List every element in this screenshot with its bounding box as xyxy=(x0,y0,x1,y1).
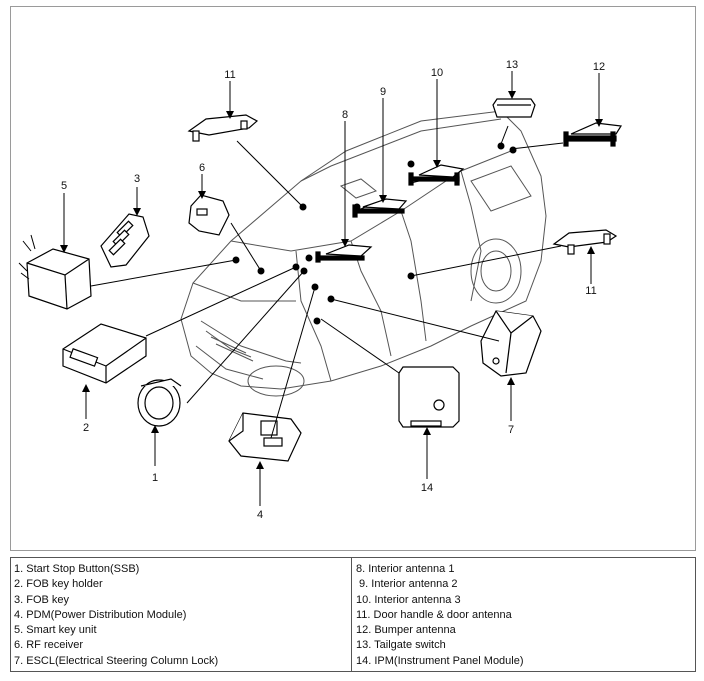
callout-12: 12 xyxy=(593,61,605,73)
callout-arrows xyxy=(60,71,603,506)
fob-key-part xyxy=(100,213,150,268)
callout-2: 2 xyxy=(83,422,89,434)
callout-13: 13 xyxy=(506,59,518,71)
callout-7: 7 xyxy=(508,424,514,436)
ipm-part xyxy=(398,366,460,428)
callout-5: 5 xyxy=(61,180,67,192)
leader-lines xyxy=(90,125,564,439)
legend-item: 9. Interior antenna 2 xyxy=(356,578,458,591)
callout-9: 9 xyxy=(380,86,386,98)
callout-8: 8 xyxy=(342,109,348,121)
legend-right-column: 8. Interior antenna 1 9. Interior antenn… xyxy=(352,558,695,671)
callout-14: 14 xyxy=(421,482,433,494)
bumper-antenna-part xyxy=(563,122,623,147)
legend-item: 11. Door handle & door antenna xyxy=(356,608,512,621)
legend-item: 6. RF receiver xyxy=(14,639,84,652)
callout-1: 1 xyxy=(152,472,158,484)
leader-dots xyxy=(232,142,517,325)
legend-item: 12. Bumper antenna xyxy=(356,624,456,637)
legend-left-column: 1. Start Stop Button(SSB) 2. FOB key hol… xyxy=(11,558,352,671)
legend-item: 14. IPM(Instrument Panel Module) xyxy=(356,654,524,667)
legend-item: 10. Interior antenna 3 xyxy=(356,593,461,606)
interior-antenna-1-part xyxy=(315,244,373,263)
smart-key-unit-part xyxy=(18,234,92,310)
rf-receiver-part xyxy=(188,194,230,236)
interior-antenna-3-part xyxy=(408,164,465,186)
legend-item: 5. Smart key unit xyxy=(14,624,97,637)
pdm-part xyxy=(228,412,302,462)
callout-numbers: 1 2 3 4 5 6 7 8 9 10 11 11 12 13 14 xyxy=(61,59,605,521)
callout-4: 4 xyxy=(257,509,263,521)
legend-item: 1. Start Stop Button(SSB) xyxy=(14,563,140,575)
callout-11-right: 11 xyxy=(585,285,596,297)
legend-item: 7. ESCL(Electrical Steering Column Lock) xyxy=(14,654,219,667)
interior-antenna-2-part xyxy=(352,198,408,218)
tailgate-switch-part xyxy=(492,98,536,118)
callout-11-top: 11 xyxy=(224,69,235,81)
legend-table: 1. Start Stop Button(SSB) 2. FOB key hol… xyxy=(10,557,696,672)
component-location-diagram: 1 2 3 4 5 6 7 8 9 10 11 11 12 13 14 xyxy=(10,6,696,551)
callout-3: 3 xyxy=(134,173,140,185)
callout-6: 6 xyxy=(199,162,205,174)
legend-item: 2. FOB key holder xyxy=(14,578,103,591)
legend-item: 8. Interior antenna 1 xyxy=(356,563,455,575)
fob-key-holder-part xyxy=(62,323,147,384)
callout-10: 10 xyxy=(431,67,443,79)
legend-item: 4. PDM(Power Distribution Module) xyxy=(14,608,187,621)
legend-item: 3. FOB key xyxy=(14,593,70,606)
door-handle-part-front xyxy=(187,114,259,142)
legend-item: 13. Tailgate switch xyxy=(356,639,446,652)
start-stop-button-part xyxy=(137,378,182,427)
vehicle-outline xyxy=(180,110,547,397)
door-handle-part-rear xyxy=(552,229,618,255)
escl-part xyxy=(480,310,542,377)
